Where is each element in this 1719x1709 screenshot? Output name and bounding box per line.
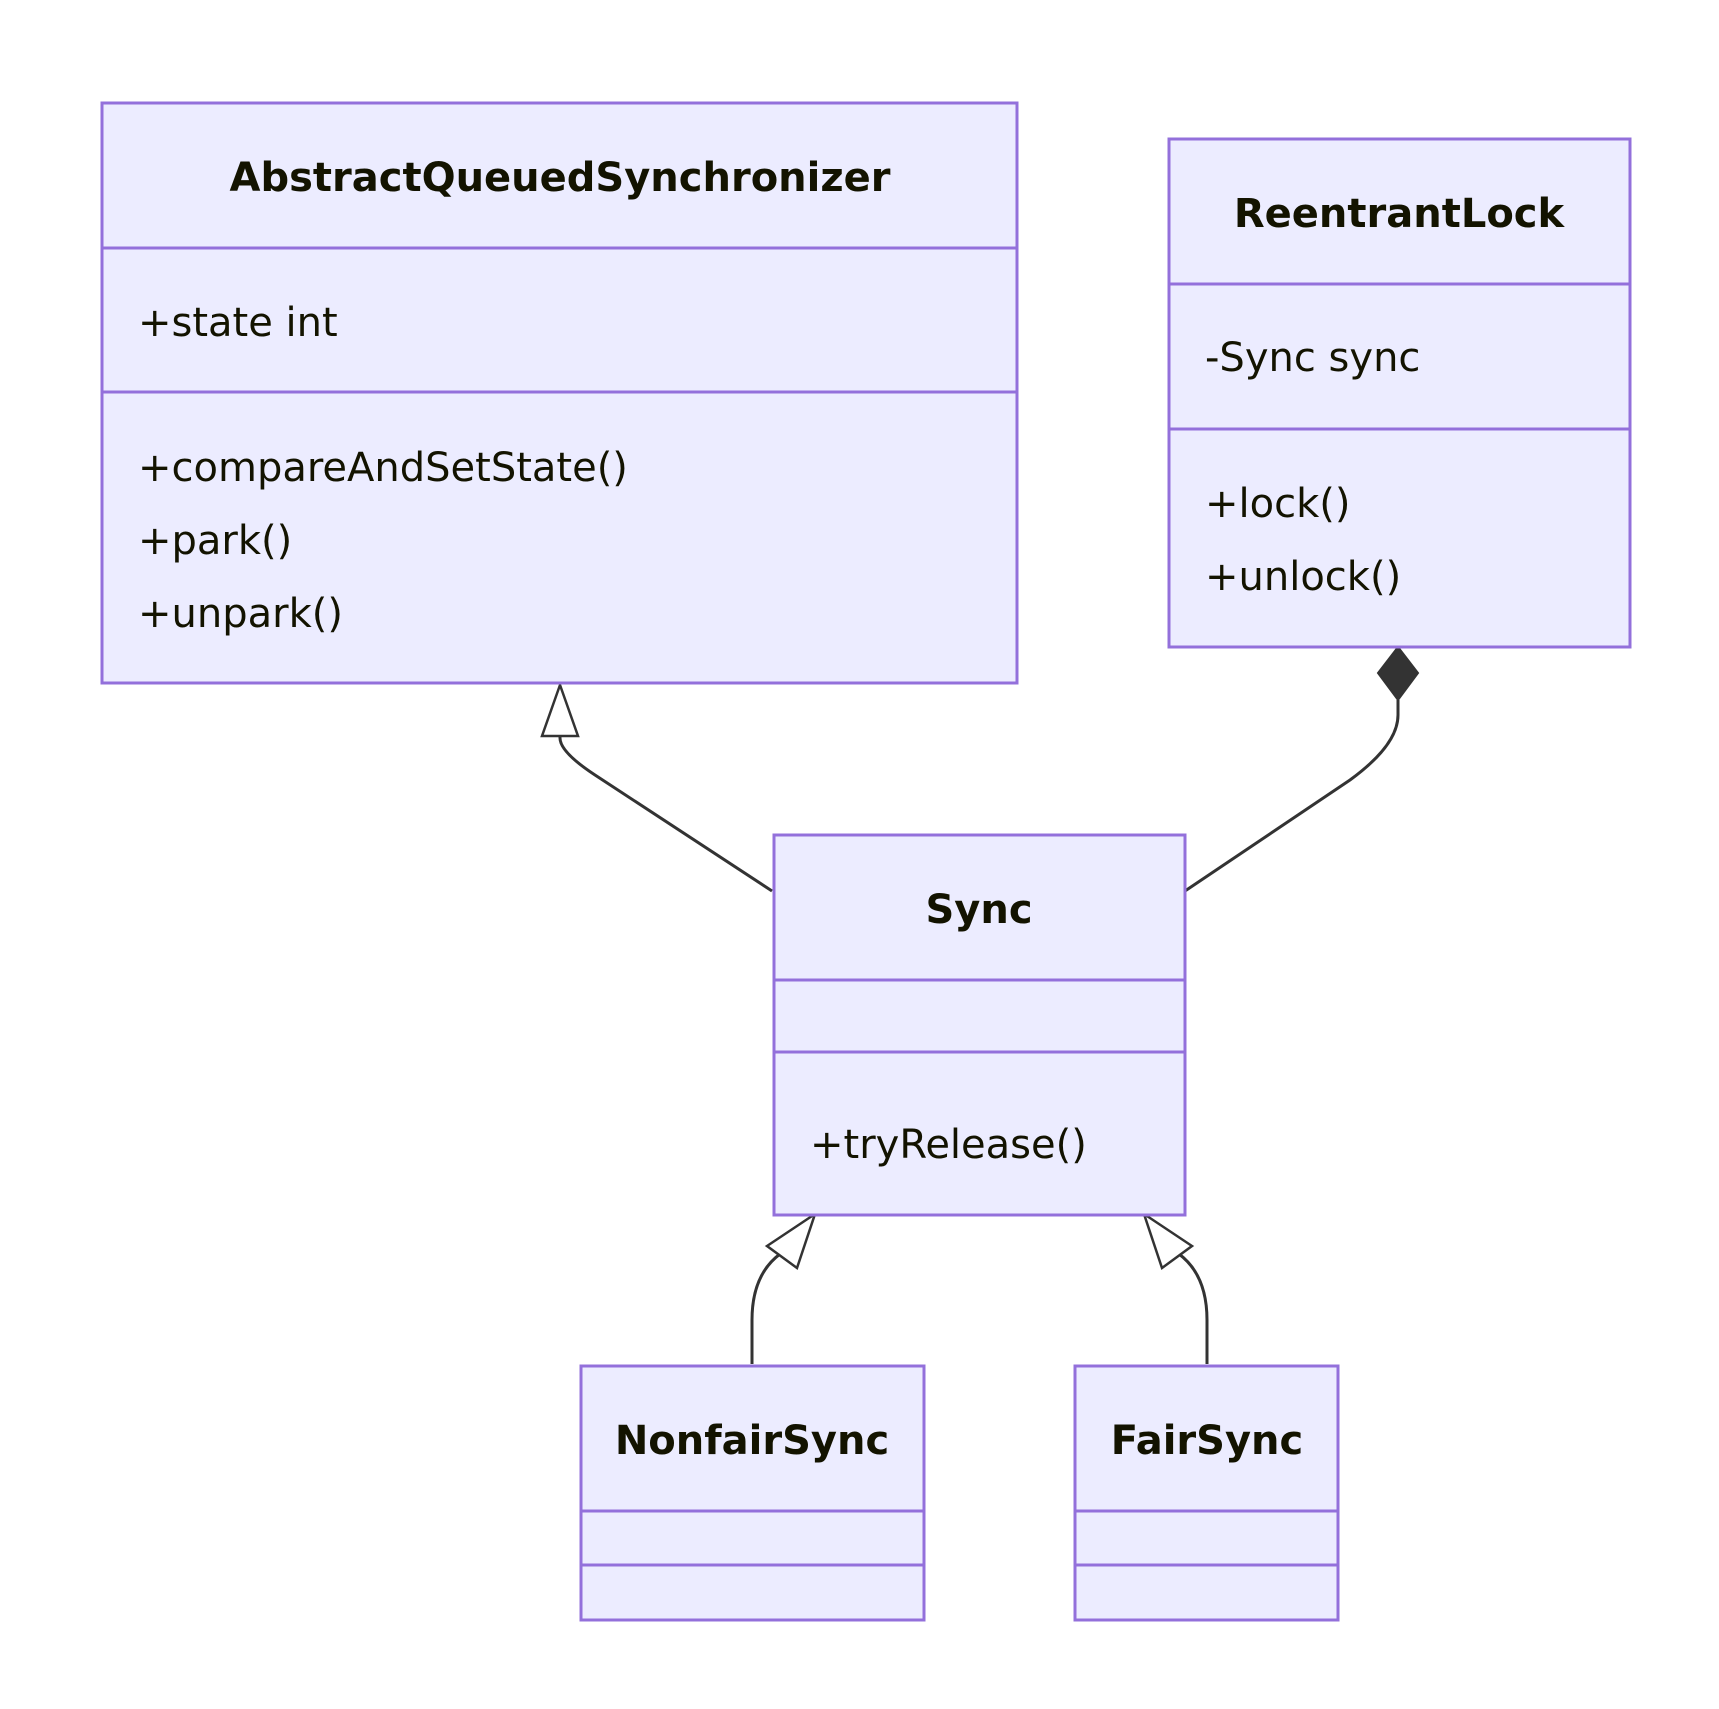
class-name-sync: Sync	[925, 887, 1032, 933]
method-sync-tryrelease: +tryRelease()	[810, 1122, 1087, 1168]
method-reentrantlock-lock: +lock()	[1205, 481, 1350, 527]
edge-fairsync-to-sync	[1178, 1252, 1209, 1364]
attribute-reentrantlock-sync: -Sync sync	[1205, 335, 1420, 381]
class-box-nonfairsync-frame	[579, 1364, 926, 1622]
method-aqs-unpark: +unpark()	[138, 591, 343, 637]
class-name-aqs: AbstractQueuedSynchronizer	[230, 155, 891, 201]
inheritance-arrow-sync-right	[1141, 1210, 1195, 1271]
class-box-sync: Sync +tryRelease()	[772, 833, 1187, 1217]
inheritance-arrow-aqs	[540, 681, 580, 738]
edge-nonfairsync-to-sync	[750, 1252, 781, 1364]
edge-sync-to-aqs	[558, 734, 773, 893]
class-box-nonfairsync: NonfairSync	[579, 1364, 926, 1622]
method-aqs-park: +park()	[138, 518, 292, 564]
attribute-aqs-state: +state int	[138, 300, 338, 346]
class-box-sync-frame	[772, 833, 1187, 1217]
class-name-nonfairsync: NonfairSync	[615, 1418, 889, 1464]
class-box-fairsync-frame	[1073, 1364, 1340, 1622]
class-box-reentrantlock: ReentrantLock -Sync sync +lock() +unlock…	[1167, 137, 1632, 649]
method-reentrantlock-unlock: +unlock()	[1205, 554, 1401, 600]
class-name-fairsync: FairSync	[1111, 1418, 1303, 1464]
edge-sync-to-reentrantlock	[1184, 700, 1400, 893]
method-aqs-compareandsetstate: +compareAndSetState()	[138, 445, 628, 491]
class-box-fairsync: FairSync	[1073, 1364, 1340, 1622]
class-name-reentrantlock: ReentrantLock	[1234, 191, 1566, 237]
composition-diamond-reentrantlock	[1376, 645, 1420, 702]
inheritance-arrow-sync-left	[764, 1210, 818, 1271]
class-box-aqs: AbstractQueuedSynchronizer +state int +c…	[100, 101, 1019, 685]
edges	[540, 645, 1420, 1364]
class-box-reentrantlock-frame	[1167, 137, 1632, 649]
